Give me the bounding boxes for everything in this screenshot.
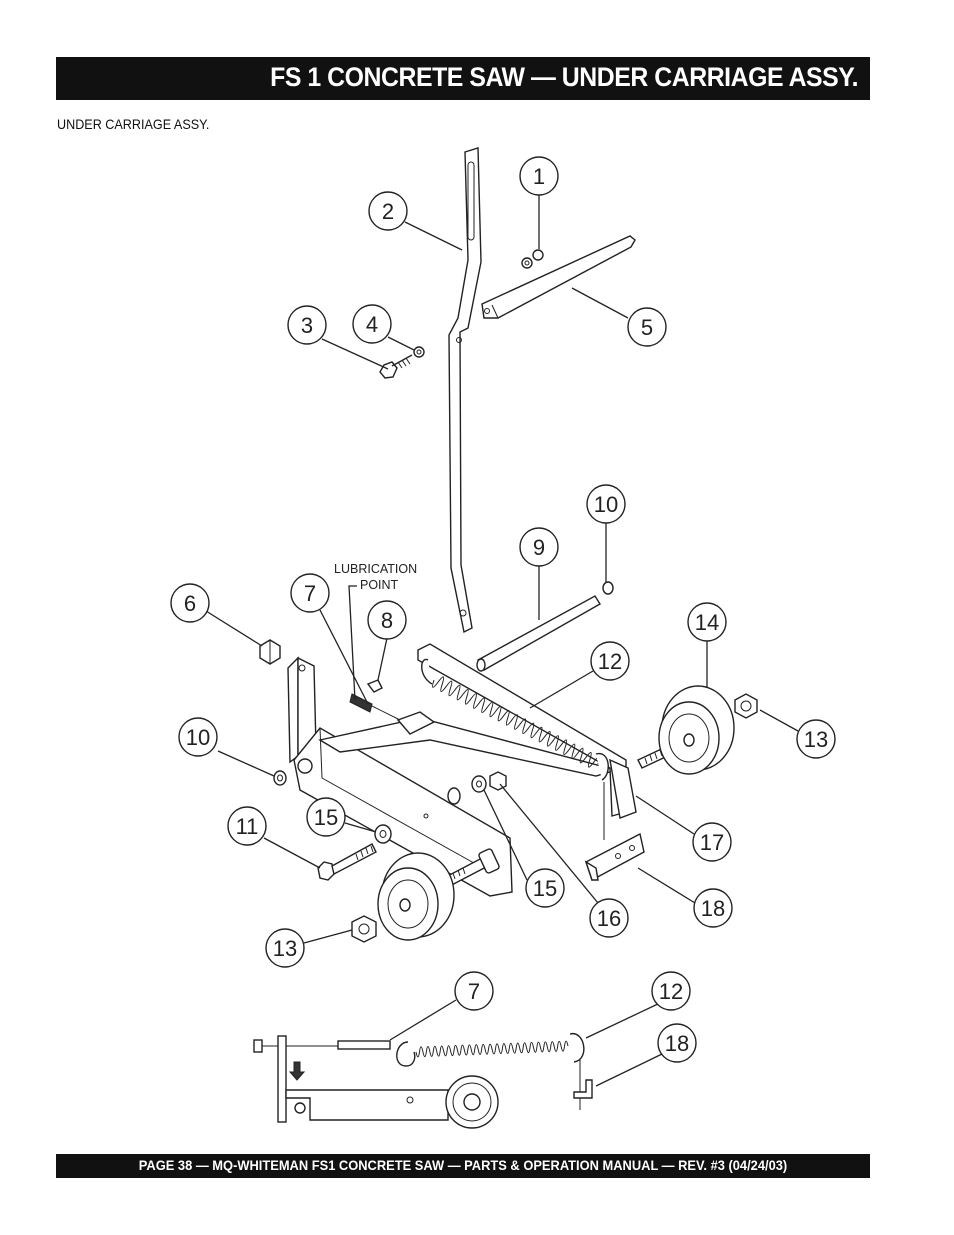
callout-6: 6	[170, 583, 210, 623]
callout-7-detail: 7	[454, 971, 494, 1011]
leader-lines	[205, 193, 799, 1087]
callout-number: 17	[700, 830, 724, 855]
callout-number: 12	[598, 649, 622, 674]
handle-part	[448, 147, 482, 634]
callout-9: 9	[519, 527, 559, 567]
callout-14: 14	[687, 602, 727, 642]
callout-2: 2	[368, 191, 408, 231]
callout-number: 2	[382, 199, 394, 224]
callout-number: 6	[184, 591, 196, 616]
callout-number: 8	[381, 608, 393, 633]
callout-7: 7	[290, 573, 330, 613]
section-subtitle: UNDER CARRIAGE ASSY.	[57, 116, 210, 132]
callout-number: 13	[804, 727, 828, 752]
callout-12-detail: 12	[651, 971, 691, 1011]
callout-12: 12	[590, 641, 630, 681]
callout-11: 11	[227, 806, 267, 846]
bolt-part-3	[379, 346, 425, 379]
spring-part-12	[421, 658, 609, 781]
callout-number: 10	[186, 725, 210, 750]
page-footer-text: PAGE 38 — MQ-WHITEMAN FS1 CONCRETE SAW —…	[138, 1157, 788, 1173]
callout-number: 3	[301, 313, 313, 338]
callout-15-lower: 15	[525, 868, 565, 908]
callout-13-left: 13	[265, 928, 305, 968]
callout-10-top: 10	[586, 484, 626, 524]
callout-number: 7	[468, 979, 480, 1004]
rod-part-9	[476, 581, 614, 672]
callout-number: 15	[533, 876, 557, 901]
callout-number: 16	[597, 906, 621, 931]
callout-number: 7	[304, 581, 316, 606]
callout-number: 18	[665, 1031, 689, 1056]
callout-5: 5	[627, 307, 667, 347]
callout-16: 16	[589, 898, 629, 938]
callout-number: 18	[701, 896, 725, 921]
callout-number: 9	[533, 535, 545, 560]
callout-number: 12	[659, 979, 683, 1004]
page-header-bar: FS 1 CONCRETE SAW — UNDER CARRIAGE ASSY.	[56, 57, 870, 100]
nut-part-16	[489, 771, 507, 791]
callout-10-left: 10	[178, 717, 218, 757]
washer-part-10b	[273, 770, 287, 786]
lubrication-label-line1: LUBRICATION	[334, 562, 417, 576]
washer-part-15a	[374, 824, 392, 844]
page-title: FS 1 CONCRETE SAW — UNDER CARRIAGE ASSY.	[270, 62, 858, 92]
wheel-part-left	[377, 852, 455, 941]
callout-17: 17	[692, 822, 732, 862]
callout-18: 18	[693, 888, 733, 928]
callout-number: 5	[641, 315, 653, 340]
wheel-part-14	[658, 685, 735, 775]
fitting-part-8	[366, 679, 605, 840]
callout-number: 14	[695, 610, 719, 635]
callout-1: 1	[519, 156, 559, 196]
frame-part	[287, 643, 637, 897]
callout-3: 3	[287, 305, 327, 345]
bolt-part-11	[317, 843, 377, 881]
crossbar-part	[481, 235, 636, 319]
bracket-part-18	[584, 832, 645, 882]
nut-part-13b	[351, 915, 377, 943]
callout-4: 4	[352, 304, 392, 344]
callout-18-detail: 18	[657, 1023, 697, 1063]
lubrication-label-line2: POINT	[360, 578, 399, 592]
page-footer-bar: PAGE 38 — MQ-WHITEMAN FS1 CONCRETE SAW —…	[56, 1154, 870, 1178]
callout-number: 10	[594, 492, 618, 517]
callout-15-upper: 15	[306, 797, 346, 837]
callout-8: 8	[367, 600, 407, 640]
callout-number: 15	[314, 805, 338, 830]
side-view-detail	[253, 1033, 593, 1129]
callout-13-right: 13	[796, 719, 836, 759]
nut-part-6	[259, 639, 281, 665]
callout-number: 1	[533, 164, 545, 189]
callout-number: 13	[273, 936, 297, 961]
washer-part-15b	[471, 775, 487, 793]
nut-part-13a	[734, 693, 758, 719]
callout-number: 4	[366, 312, 378, 337]
nut-part-1	[521, 249, 544, 269]
callout-number: 11	[236, 814, 259, 839]
